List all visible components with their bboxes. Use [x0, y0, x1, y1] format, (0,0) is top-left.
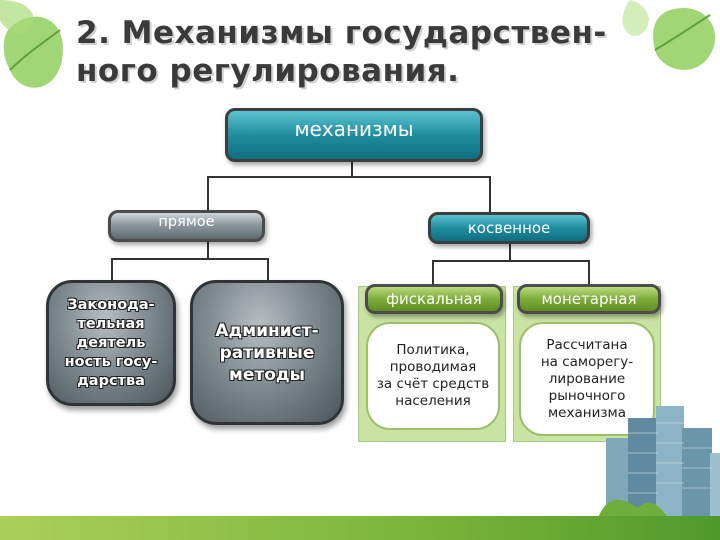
administrative-methods-box: Админист- ративные методы	[190, 280, 344, 425]
connector-direct-down	[207, 240, 209, 258]
connector-root-bar	[207, 176, 491, 178]
connector-indirect-down	[509, 243, 511, 260]
connector-to-indirect	[489, 176, 491, 214]
connector-to-direct	[207, 176, 209, 214]
page-title: 2. Механизмы государствен- ного регулиро…	[76, 14, 636, 90]
root-mechanisms-box: механизмы	[225, 108, 483, 162]
legislative-activity-box: Законода- тельная деятель ность госу- да…	[46, 280, 176, 406]
direct-label: прямое	[111, 214, 262, 230]
connector-to-monetary	[588, 260, 590, 286]
fiscal-description-text: Политика, проводимая за счёт средств нас…	[377, 342, 489, 410]
connector-indirect-bar	[432, 260, 590, 262]
connector-to-fiscal	[432, 260, 434, 286]
administrative-methods-label: Админист- ративные методы	[215, 320, 318, 386]
connector-to-administrative	[267, 258, 269, 280]
monetary-label: монетарная	[520, 287, 658, 311]
connector-direct-bar	[111, 258, 269, 260]
fiscal-box: фискальная	[365, 284, 503, 314]
page-title-line2: ного регулирования.	[76, 52, 636, 90]
direct-box: прямое	[108, 210, 265, 242]
fiscal-label: фискальная	[368, 287, 500, 311]
indirect-label: косвенное	[431, 215, 587, 237]
leaf-icon	[0, 0, 80, 110]
bottom-bar	[0, 516, 720, 540]
root-mechanisms-label: механизмы	[228, 111, 480, 141]
fiscal-description: Политика, проводимая за счёт средств нас…	[366, 322, 500, 430]
connector-to-legislative	[111, 258, 113, 280]
page-title-line1: 2. Механизмы государствен-	[76, 14, 636, 52]
legislative-activity-label: Законода- тельная деятель ность госу- да…	[65, 296, 158, 391]
buildings-icon	[598, 398, 720, 518]
monetary-box: монетарная	[517, 284, 661, 314]
connector-root-down	[351, 161, 353, 177]
indirect-box: косвенное	[428, 212, 590, 244]
